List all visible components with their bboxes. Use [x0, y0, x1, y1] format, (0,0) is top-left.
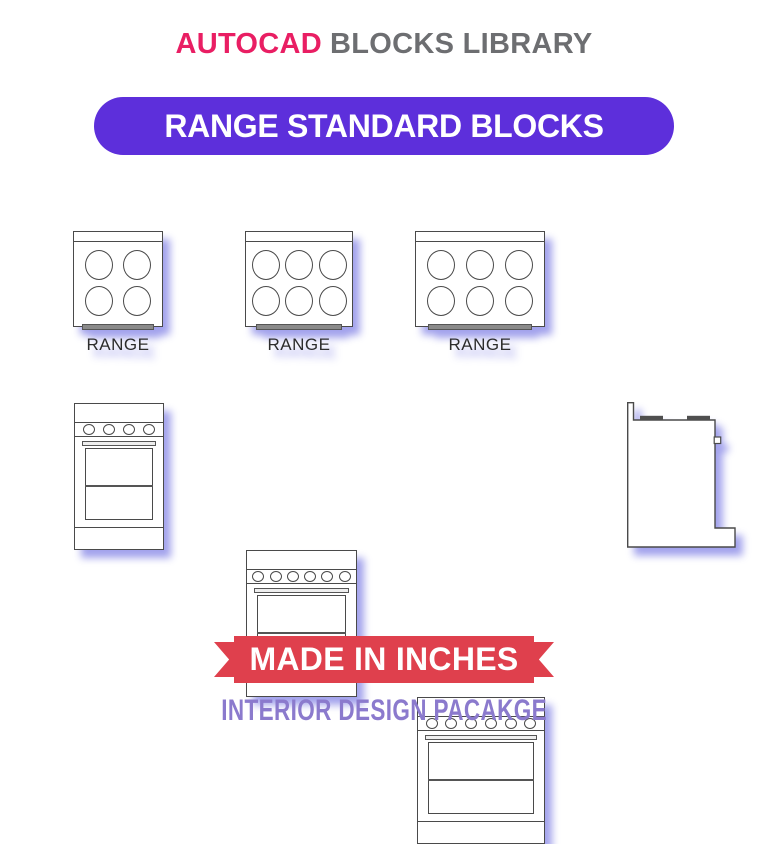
oven-door-divider [428, 778, 534, 781]
control-knob-icon [123, 424, 135, 435]
knob-row [418, 716, 544, 731]
oven-door-divider [85, 484, 153, 487]
control-knob-icon [504, 718, 517, 729]
control-knob-icon [143, 424, 155, 435]
section-title-label: RANGE STANDARD BLOCKS [164, 107, 604, 144]
burner-grate-icon [640, 415, 663, 420]
oven-door [428, 742, 534, 814]
burner-icon [251, 250, 280, 280]
range-cooktop [245, 242, 353, 330]
control-knob-icon [321, 571, 334, 582]
range-side-view [627, 402, 737, 553]
burner-row [246, 286, 352, 316]
burner-row [74, 286, 162, 316]
control-knob-icon [465, 718, 478, 729]
burner-icon [466, 250, 494, 280]
knob-row [247, 569, 356, 584]
burner-icon [318, 286, 347, 316]
oven-handle [254, 588, 349, 593]
range-back-edge [245, 231, 353, 242]
door-handle-icon [713, 436, 722, 445]
burner-icon [251, 286, 280, 316]
side-outline [627, 402, 736, 548]
oven-door [85, 448, 153, 520]
control-knob-icon [83, 424, 95, 435]
burner-row [74, 250, 162, 280]
control-knob-icon [445, 718, 458, 729]
range-cooktop [415, 242, 545, 330]
range-top-view-4-burner: RANGE [73, 231, 163, 355]
brand-rest-text: BLOCKS LIBRARY [330, 28, 593, 60]
range-back-edge [73, 231, 163, 242]
range-side-view-drawing [627, 402, 736, 548]
control-knob-icon [252, 571, 265, 582]
burner-icon [505, 286, 533, 316]
ribbon-band: MADE IN INCHES [234, 636, 534, 683]
range-handle-bar [255, 324, 343, 330]
burner-icon [84, 250, 113, 280]
block-label: RANGE [267, 335, 331, 354]
burner-grid [416, 244, 544, 322]
footer: INTERIOR DESIGN PACAKGE [0, 694, 768, 728]
block-label: RANGE [86, 335, 150, 354]
block-label: RANGE [448, 335, 512, 354]
burner-grid [246, 244, 352, 322]
control-knob-icon [524, 718, 537, 729]
range-back-edge [415, 231, 545, 242]
control-knob-icon [103, 424, 115, 435]
burner-icon [84, 286, 113, 316]
burner-icon [285, 286, 313, 316]
burner-icon [123, 250, 152, 280]
burner-icon [427, 250, 455, 280]
range-top-view-6-burner-wide: RANGE [415, 231, 545, 355]
burner-icon [285, 250, 313, 280]
range-handle-bar [81, 324, 155, 330]
burner-row [246, 250, 352, 280]
oven-door-divider [257, 631, 346, 634]
made-in-inches-ribbon: MADE IN INCHES [214, 636, 554, 683]
range-front-view-small [74, 403, 164, 550]
knob-row [75, 422, 163, 437]
burner-icon [427, 286, 455, 316]
burner-icon [505, 250, 533, 280]
burner-row [416, 286, 544, 316]
section-title-pill: RANGE STANDARD BLOCKS [94, 97, 674, 155]
burner-row [416, 250, 544, 280]
control-knob-icon [425, 718, 438, 729]
burner-grate-icon [687, 415, 710, 420]
oven-handle [82, 441, 156, 446]
bottom-drawer-line [75, 527, 163, 528]
oven-handle [425, 735, 537, 740]
control-knob-icon [286, 571, 299, 582]
burner-icon [123, 286, 152, 316]
control-knob-icon [269, 571, 282, 582]
range-top-view-6-burner: RANGE [245, 231, 353, 355]
brand-accent-text: AUTOCAD [175, 28, 323, 60]
control-knob-icon [484, 718, 497, 729]
bottom-drawer-line [418, 821, 544, 822]
burner-icon [318, 250, 347, 280]
burner-grid [74, 244, 162, 322]
ribbon-label: MADE IN INCHES [249, 641, 519, 677]
footer-label: INTERIOR DESIGN PACAKGE [221, 694, 547, 727]
control-knob-icon [304, 571, 317, 582]
range-handle-bar [427, 324, 533, 330]
range-cooktop [73, 242, 163, 330]
burner-icon [466, 286, 494, 316]
control-knob-icon [338, 571, 351, 582]
